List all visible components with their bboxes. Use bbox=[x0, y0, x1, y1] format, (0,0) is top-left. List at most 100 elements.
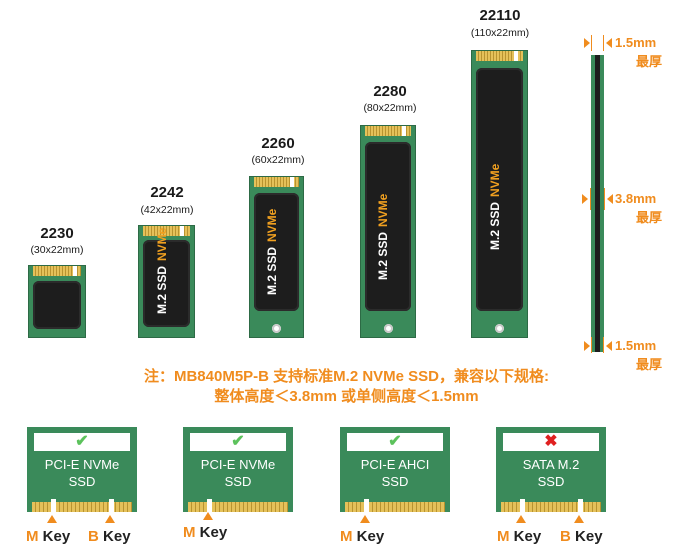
check-icon: ✔ bbox=[231, 433, 245, 450]
key-word: Key bbox=[575, 528, 603, 545]
mounting-hole bbox=[383, 324, 393, 333]
ssd-2260: M.2 SSDNVMe bbox=[249, 176, 304, 338]
thickness-value-top: 1.5mm bbox=[615, 35, 657, 50]
gold-contacts bbox=[254, 177, 299, 187]
dimension-line bbox=[603, 35, 604, 51]
m-key-arrow-icon bbox=[516, 515, 526, 523]
m-key-arrow-icon bbox=[47, 515, 57, 523]
controller-chip: M.2 SSD NVMe bbox=[476, 68, 523, 311]
side-chip-layer-right bbox=[600, 55, 604, 352]
arrow-right-icon bbox=[582, 194, 588, 204]
card-label: PCI-E NVMe SSD bbox=[27, 456, 137, 490]
b-key-label: B Key bbox=[88, 528, 131, 545]
status-window: ✖ bbox=[503, 433, 599, 451]
size-dim-2260: (60x22mm) bbox=[251, 154, 305, 166]
key-notch bbox=[180, 226, 184, 236]
side-pcb-layer bbox=[595, 55, 600, 352]
side-chip-layer-left bbox=[591, 55, 595, 352]
card-type: SSD bbox=[381, 474, 409, 489]
size-name-2280: 2280 bbox=[373, 83, 407, 100]
ssd-2242: M.2 SSDNVMe bbox=[138, 225, 195, 338]
key-word: Key bbox=[42, 528, 71, 545]
b-key-letter: B bbox=[560, 528, 571, 545]
dimension-line bbox=[603, 337, 604, 353]
b-key-notch bbox=[109, 499, 114, 512]
controller-chip: M.2 SSDNVMe bbox=[254, 193, 299, 311]
key-notch bbox=[514, 51, 518, 61]
status-window: ✔ bbox=[190, 433, 286, 451]
controller-chip: M.2 SSDNVMe bbox=[143, 228, 190, 327]
key-word: Key bbox=[199, 524, 228, 541]
key-word: Key bbox=[513, 528, 542, 545]
key-notch bbox=[402, 126, 406, 136]
thickness-value-middle: 3.8mm bbox=[615, 191, 657, 206]
dimension-line bbox=[591, 35, 592, 51]
thickness-caption-top: 最厚 bbox=[636, 54, 663, 69]
b-key-arrow-icon bbox=[105, 515, 115, 523]
b-key-arrow-icon bbox=[574, 515, 584, 523]
chip-label: M.2 SSD NVMe bbox=[488, 164, 502, 250]
mounting-hole bbox=[272, 324, 281, 333]
size-name-2242: 2242 bbox=[150, 184, 184, 201]
compatibility-note-line1: 注：MB840M5P-B 支持标准M.2 NVMe SSD，兼容以下规格: bbox=[143, 368, 550, 385]
m-key-label: M Key bbox=[497, 528, 541, 545]
b-key-letter: B bbox=[88, 528, 99, 545]
thickness-caption-middle: 最厚 bbox=[636, 210, 663, 225]
m2-ssd-text: M.2 SSD bbox=[376, 231, 391, 280]
b-key-label: B Key bbox=[560, 528, 603, 545]
m-key-letter: M bbox=[183, 524, 196, 541]
mounting-hole bbox=[495, 324, 504, 333]
cross-icon: ✖ bbox=[544, 433, 558, 450]
m-key-letter: M bbox=[340, 528, 353, 545]
key-notch bbox=[290, 177, 294, 187]
nvme-text: NVMe bbox=[155, 227, 170, 261]
m-key-notch bbox=[207, 499, 212, 512]
card-interface: SATA M.2 bbox=[522, 457, 580, 472]
arrow-left-icon bbox=[606, 38, 612, 48]
card-interface: PCI-E NVMe bbox=[200, 457, 276, 472]
nvme-text: NVMe bbox=[488, 163, 503, 197]
m-key-label: M Key bbox=[183, 524, 227, 541]
dimension-line bbox=[604, 188, 605, 210]
arrow-left-icon bbox=[606, 341, 612, 351]
card-type: SSD bbox=[224, 474, 252, 489]
gold-contacts bbox=[345, 502, 445, 512]
m-key-label: M Key bbox=[340, 528, 384, 545]
thickness-caption-bottom: 最厚 bbox=[636, 357, 663, 372]
gold-contacts bbox=[365, 126, 411, 136]
b-key-notch bbox=[578, 499, 583, 512]
ssd-2230 bbox=[28, 265, 86, 338]
m2-ssd-text: M.2 SSD bbox=[265, 246, 280, 295]
m-key-notch bbox=[51, 499, 56, 512]
card-interface: PCI-E NVMe bbox=[44, 457, 120, 472]
size-name-2260: 2260 bbox=[261, 135, 295, 152]
controller-chip: M.2 SSD NVMe bbox=[365, 142, 411, 311]
m-key-arrow-icon bbox=[360, 515, 370, 523]
gold-contacts bbox=[476, 51, 523, 61]
ssd-2280: M.2 SSD NVMe bbox=[360, 125, 416, 338]
chip-label: M.2 SSDNVMe bbox=[265, 209, 279, 295]
arrow-right-icon bbox=[584, 341, 590, 351]
key-word: Key bbox=[356, 528, 385, 545]
m-key-letter: M bbox=[26, 528, 39, 545]
size-name-22110: 22110 bbox=[479, 7, 521, 24]
m-key-arrow-icon bbox=[203, 512, 213, 520]
gold-contacts bbox=[33, 266, 81, 276]
status-window: ✔ bbox=[34, 433, 130, 451]
size-dim-2230: (30x22mm) bbox=[30, 244, 84, 256]
card-interface: PCI-E AHCI bbox=[360, 457, 430, 472]
gold-contacts bbox=[188, 502, 288, 512]
arrow-left-icon bbox=[607, 194, 613, 204]
m-key-notch bbox=[364, 499, 369, 512]
key-word: Key bbox=[103, 528, 131, 545]
controller-chip bbox=[33, 281, 81, 329]
m2-ssd-text: M.2 SSD bbox=[488, 201, 503, 250]
m-key-letter: M bbox=[497, 528, 510, 545]
compatibility-note-line2: 整体高度＜3.8mm 或单侧高度＜1.5mm bbox=[214, 388, 479, 405]
size-name-2230: 2230 bbox=[40, 225, 74, 242]
nvme-text: NVMe bbox=[376, 193, 391, 227]
check-icon: ✔ bbox=[75, 433, 89, 450]
ssd-22110: M.2 SSD NVMe bbox=[471, 50, 528, 338]
size-dim-22110: (110x22mm) bbox=[470, 27, 530, 39]
card-type: SSD bbox=[537, 474, 565, 489]
